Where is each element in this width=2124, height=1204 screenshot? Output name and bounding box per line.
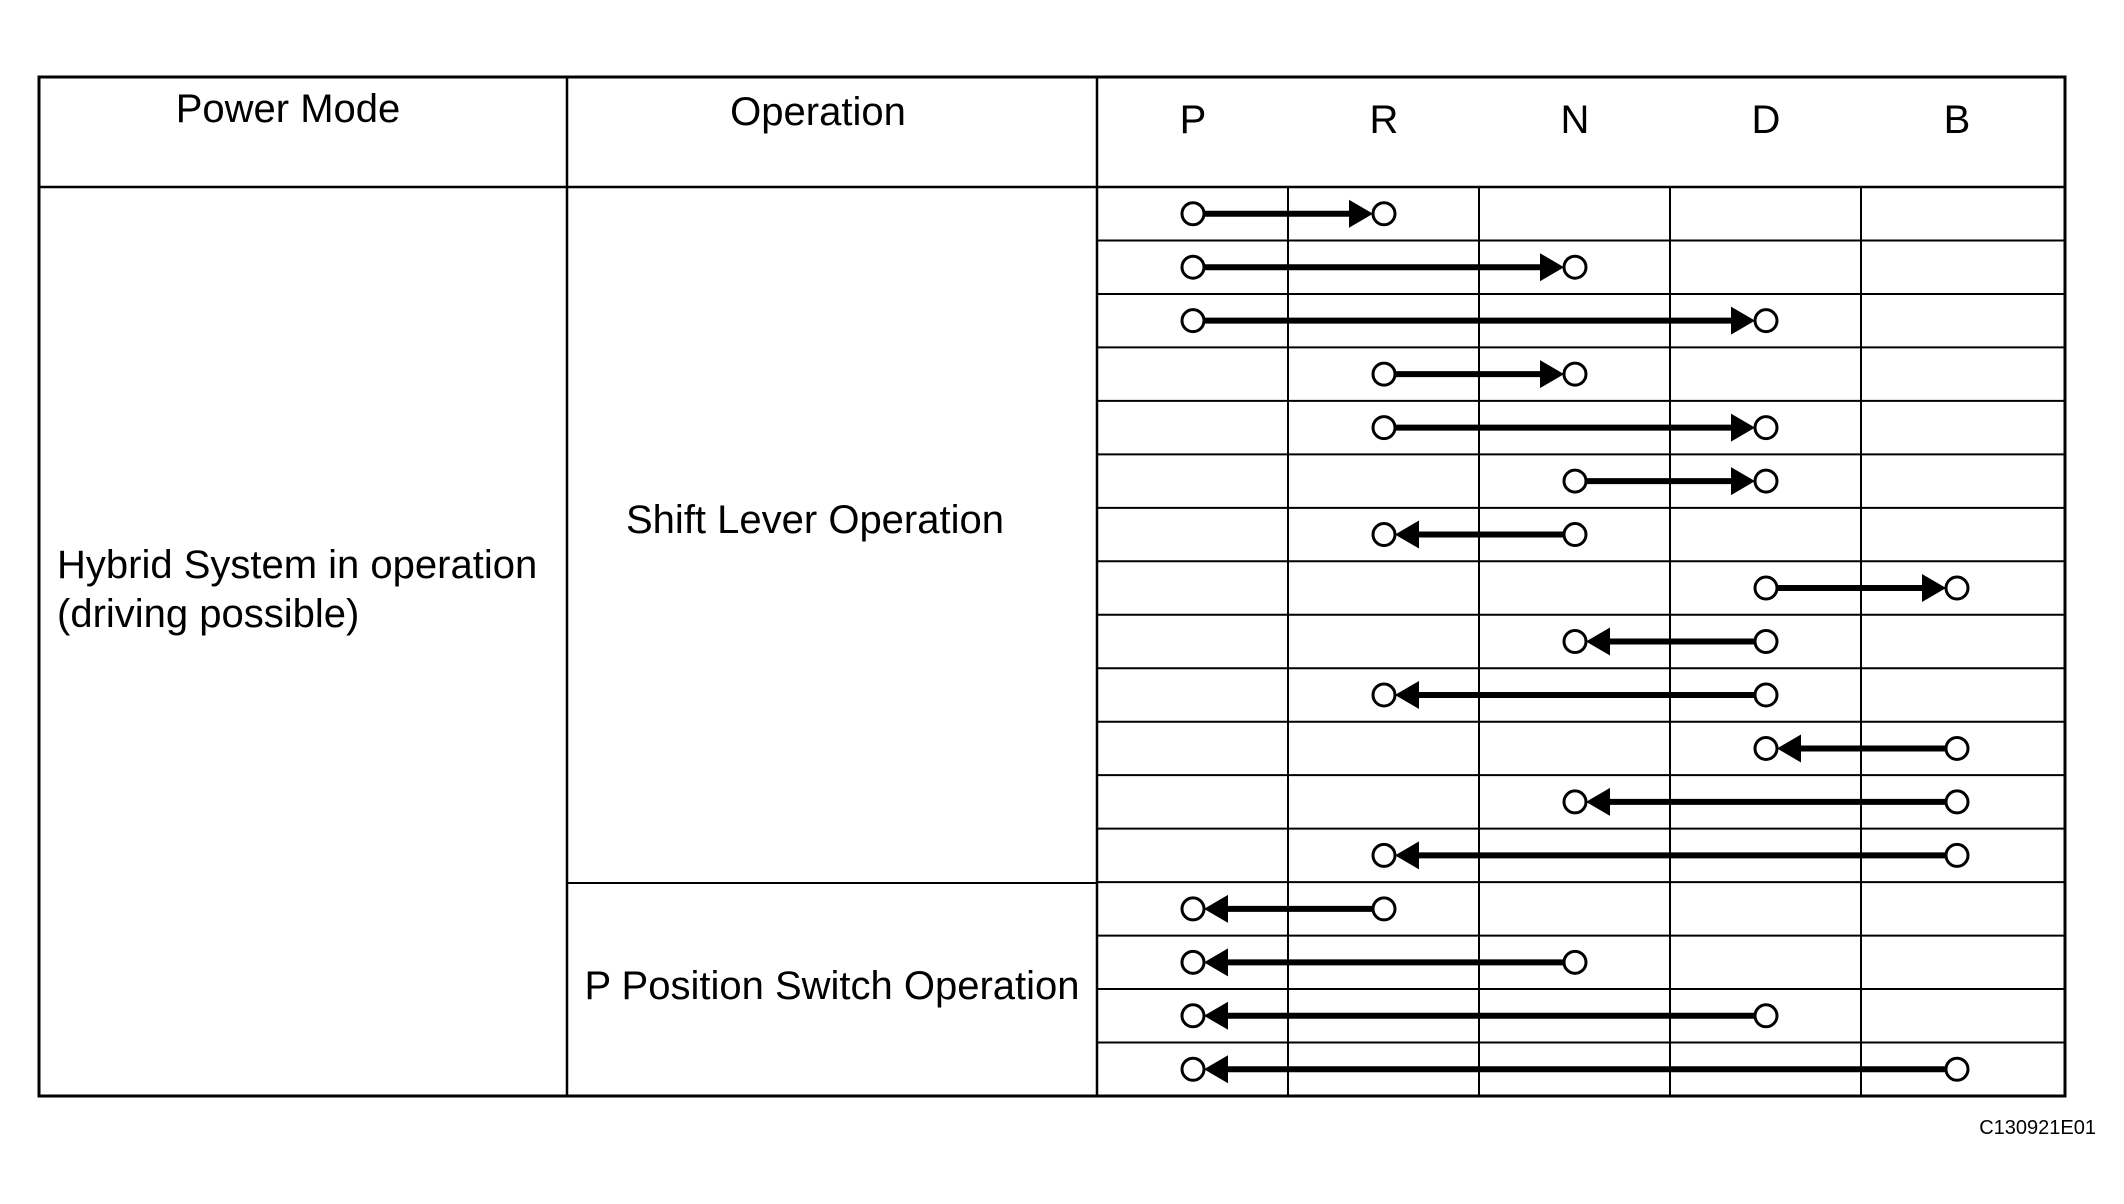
position-header-p: P — [1180, 98, 1207, 142]
arrow-head — [1540, 360, 1564, 389]
figure-id: C130921E01 — [1979, 1117, 2096, 1139]
end-position-circle — [1753, 468, 1779, 494]
end-position-circle — [1753, 415, 1779, 441]
start-position-circle — [1944, 842, 1970, 868]
end-position-circle — [1753, 308, 1779, 334]
transition-d-to-r — [1371, 680, 1779, 709]
start-position-circle — [1180, 308, 1206, 334]
end-position-circle — [1371, 201, 1397, 227]
arrow-head — [1777, 734, 1801, 763]
position-header-b: B — [1944, 98, 1971, 142]
transition-r-to-n — [1371, 360, 1588, 389]
transition-b-to-r — [1371, 841, 1970, 870]
end-position-circle — [1180, 1003, 1206, 1029]
start-position-circle — [1562, 468, 1588, 494]
end-position-circle — [1562, 789, 1588, 815]
shift-lever-operation-label: Shift Lever Operation — [626, 498, 1004, 542]
start-position-circle — [1371, 361, 1397, 387]
arrow-head — [1395, 520, 1419, 549]
transition-r-to-p — [1180, 894, 1397, 923]
transition-arrows — [1180, 199, 1970, 1084]
power-mode-line2: (driving possible) — [57, 592, 359, 636]
start-position-circle — [1944, 1056, 1970, 1082]
end-position-circle — [1944, 575, 1970, 601]
arrow-head — [1586, 627, 1610, 656]
arrow-head — [1731, 306, 1755, 335]
arrow-head — [1204, 1001, 1228, 1030]
position-header-d: D — [1752, 98, 1781, 142]
end-position-circle — [1180, 949, 1206, 975]
transition-n-to-r — [1371, 520, 1588, 549]
start-position-circle — [1180, 254, 1206, 280]
arrow-head — [1731, 467, 1755, 496]
end-position-circle — [1180, 896, 1206, 922]
end-position-circle — [1753, 735, 1779, 761]
position-header-r: R — [1370, 98, 1399, 142]
operation-header: Operation — [730, 90, 906, 134]
start-position-circle — [1753, 682, 1779, 708]
end-position-circle — [1562, 254, 1588, 280]
transition-p-to-n — [1180, 253, 1588, 282]
transition-b-to-p — [1180, 1055, 1970, 1084]
transition-n-to-p — [1180, 948, 1588, 977]
start-position-circle — [1371, 896, 1397, 922]
start-position-circle — [1562, 522, 1588, 548]
end-position-circle — [1371, 682, 1397, 708]
start-position-circle — [1371, 415, 1397, 441]
end-position-circle — [1180, 1056, 1206, 1082]
arrow-head — [1586, 787, 1610, 816]
arrow-head — [1204, 948, 1228, 977]
end-position-circle — [1371, 522, 1397, 548]
transition-n-to-d — [1562, 467, 1779, 496]
power-mode-header: Power Mode — [176, 87, 401, 131]
start-position-circle — [1180, 201, 1206, 227]
transition-r-to-d — [1371, 413, 1779, 442]
position-header-n: N — [1561, 98, 1590, 142]
table-frame — [37, 75, 2067, 1098]
position-grid — [1097, 187, 2065, 1096]
end-position-circle — [1562, 629, 1588, 654]
arrow-head — [1922, 574, 1946, 603]
arrow-head — [1204, 1055, 1228, 1084]
arrow-head — [1540, 253, 1564, 282]
arrow-head — [1731, 413, 1755, 442]
start-position-circle — [1753, 629, 1779, 654]
transition-p-to-d — [1180, 306, 1779, 335]
start-position-circle — [1753, 575, 1779, 601]
arrow-head — [1395, 841, 1419, 870]
arrow-head — [1395, 680, 1419, 709]
start-position-circle — [1562, 949, 1588, 975]
transition-p-to-r — [1180, 199, 1397, 228]
transition-d-to-n — [1562, 627, 1779, 656]
transition-b-to-n — [1562, 787, 1970, 816]
p-position-switch-operation-label: P Position Switch Operation — [584, 964, 1079, 1008]
transition-b-to-d — [1753, 734, 1970, 763]
arrow-head — [1349, 199, 1373, 228]
transition-d-to-b — [1753, 574, 1970, 603]
end-position-circle — [1371, 842, 1397, 868]
start-position-circle — [1944, 735, 1970, 761]
power-mode-line1: Hybrid System in operation — [57, 543, 537, 587]
arrow-head — [1204, 894, 1228, 923]
start-position-circle — [1753, 1003, 1779, 1029]
transition-d-to-p — [1180, 1001, 1779, 1030]
end-position-circle — [1562, 361, 1588, 387]
start-position-circle — [1944, 789, 1970, 815]
